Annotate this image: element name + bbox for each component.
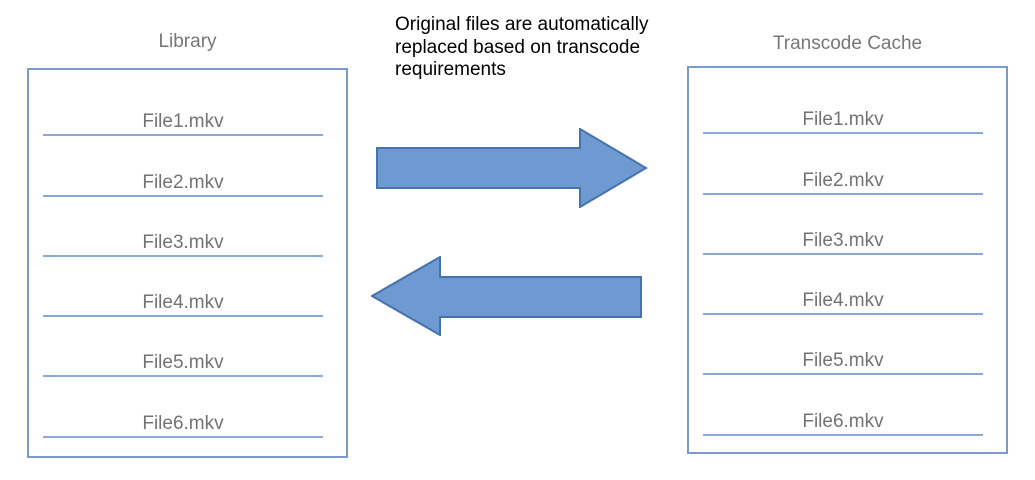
file-name: File3.mkv <box>802 229 884 251</box>
file-name: File3.mkv <box>142 231 224 253</box>
file-entry: File6.mkv <box>703 411 983 436</box>
left-arrow <box>371 256 642 336</box>
file-entry: File6.mkv <box>43 413 323 438</box>
file-entry: File3.mkv <box>43 232 323 257</box>
file-row: File5.mkv <box>689 315 1006 376</box>
file-name: File5.mkv <box>802 350 884 372</box>
file-row: File1.mkv <box>689 74 1006 135</box>
right-arrow-shape <box>376 128 648 208</box>
file-row: File2.mkv <box>689 134 1006 195</box>
file-row: File6.mkv <box>29 377 346 438</box>
right-arrow <box>376 128 648 208</box>
caption-line: requirements <box>395 59 506 80</box>
library-title: Library <box>158 31 217 52</box>
file-row: File5.mkv <box>29 317 346 378</box>
file-name: File4.mkv <box>142 292 224 314</box>
file-name: File2.mkv <box>802 169 884 191</box>
caption-line: replaced based on transcode <box>395 36 641 58</box>
file-entry: File2.mkv <box>703 170 983 195</box>
file-entry: File4.mkv <box>43 292 323 318</box>
file-name: File6.mkv <box>142 412 224 434</box>
file-entry: File5.mkv <box>703 350 983 376</box>
transcode-cache-panel: File1.mkv File2.mkv File3.mkv File4.mkv … <box>687 66 1008 454</box>
file-row: File1.mkv <box>29 76 346 137</box>
library-panel: File1.mkv File2.mkv File3.mkv File4.mkv … <box>27 68 348 458</box>
file-name: File4.mkv <box>802 290 884 312</box>
file-row: File3.mkv <box>29 197 346 257</box>
file-entry: File1.mkv <box>703 109 983 135</box>
transcode-cache-title: Transcode Cache <box>772 33 923 54</box>
file-name: File6.mkv <box>802 410 884 432</box>
file-row: File6.mkv <box>689 375 1006 436</box>
file-entry: File2.mkv <box>43 172 323 197</box>
file-name: File2.mkv <box>142 171 224 193</box>
file-entry: File3.mkv <box>703 230 983 255</box>
file-entry: File5.mkv <box>43 352 323 378</box>
file-row: File4.mkv <box>689 255 1006 316</box>
caption-line: Original files are automatically <box>395 14 649 35</box>
file-row: File2.mkv <box>29 136 346 197</box>
file-row: File3.mkv <box>689 195 1006 255</box>
file-name: File1.mkv <box>142 111 224 133</box>
file-entry: File1.mkv <box>43 111 323 137</box>
file-name: File1.mkv <box>802 109 884 131</box>
file-name: File5.mkv <box>142 352 224 374</box>
file-entry: File4.mkv <box>703 290 983 316</box>
left-arrow-shape <box>371 256 642 336</box>
file-row: File4.mkv <box>29 257 346 318</box>
caption: Original files are automatically replace… <box>395 14 648 82</box>
